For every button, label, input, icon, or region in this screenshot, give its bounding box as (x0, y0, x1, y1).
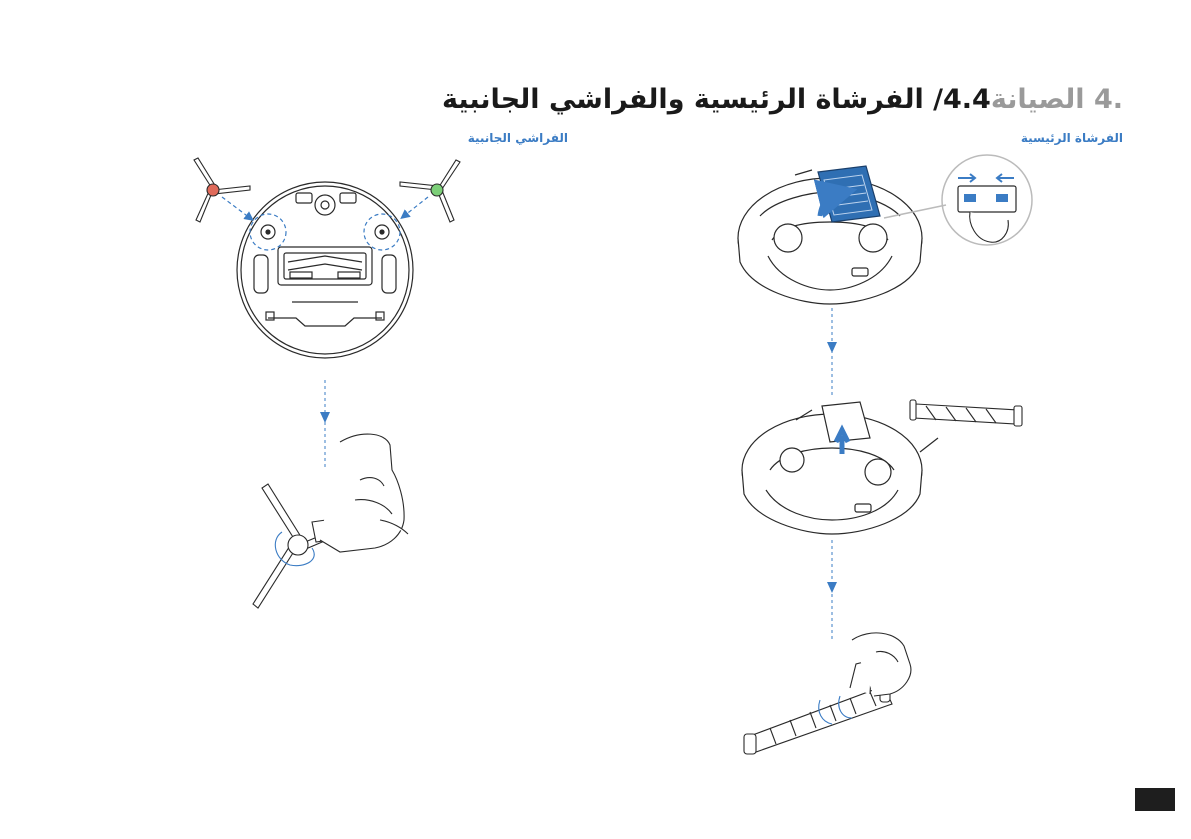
arrow-down-icon (827, 582, 837, 593)
page-number-box (1135, 788, 1175, 811)
main-brush-cleaning (744, 633, 911, 754)
main-flow-arrow-1 (827, 308, 837, 398)
arrow-down-icon (320, 412, 330, 423)
robot-brush-removed (742, 402, 938, 534)
arrow-down-icon (827, 342, 837, 353)
side-flow-arrow (320, 380, 330, 470)
robot-bottom-view (237, 182, 413, 358)
brush-location-highlights (222, 197, 428, 250)
main-flow-arrow-2 (827, 540, 837, 640)
side-brush-cleaning (253, 434, 408, 608)
